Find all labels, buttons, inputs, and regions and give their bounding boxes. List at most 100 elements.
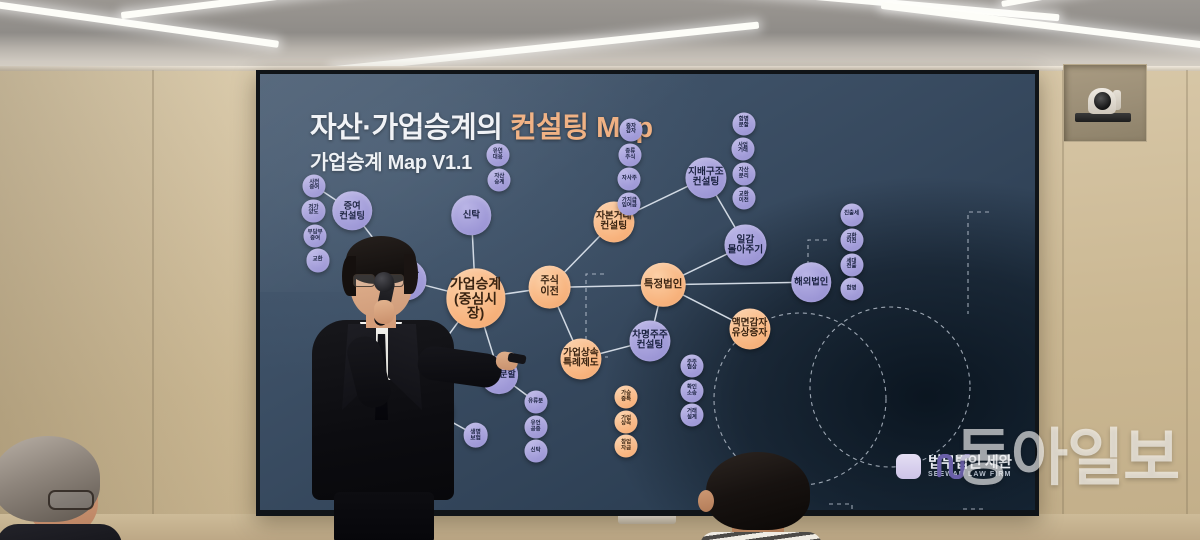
- camera-lens-icon: [1094, 92, 1111, 110]
- map-node-label: 가업승계 (중심시장): [449, 275, 502, 321]
- map-node: 가승 증특: [614, 385, 638, 409]
- map-node: 지배구조 컨설팅: [685, 157, 727, 199]
- map-node: 일감 몰아주기: [724, 224, 766, 266]
- map-node: 가업상속 특례제도: [560, 338, 602, 380]
- map-node-label: 가업 상속: [621, 415, 632, 427]
- map-node: 합병: [840, 277, 864, 301]
- map-node-label: 증자 감자: [626, 123, 636, 135]
- map-node: 교환 이전: [840, 228, 864, 252]
- map-node-label: 합병: [846, 285, 857, 292]
- camera-base: [1075, 113, 1131, 122]
- seewan-logo-icon: [896, 454, 971, 479]
- map-node-label: 생명 보험: [470, 429, 481, 442]
- map-node: 가지급 임여금: [617, 192, 641, 216]
- map-node-label: 저가 양도: [308, 204, 319, 216]
- wall-panel-seam: [1062, 70, 1064, 540]
- map-node: 신탁: [524, 439, 548, 463]
- map-node: 차명주주 컨설팅: [629, 320, 671, 362]
- presenter-glasses-left: [353, 274, 375, 287]
- wall-panel-seam: [152, 70, 154, 540]
- map-node: 가업 상속: [614, 410, 638, 434]
- map-node-label: 교환: [312, 256, 323, 263]
- map-node: 창업 자금: [614, 434, 638, 458]
- map-node-label: 부담부 증여: [307, 229, 323, 242]
- map-node: 가업승계 (중심시장): [445, 268, 506, 328]
- audience-right-collar: [700, 532, 822, 540]
- microphone-icon: [374, 272, 394, 292]
- map-node-label: 신탁: [462, 209, 480, 220]
- ceiling-light-strip: [1001, 0, 1200, 8]
- map-node-label: 창업 자금: [621, 439, 632, 452]
- map-node-label: 합병 분할: [738, 116, 749, 129]
- news-watermark: 동아일보: [955, 424, 1180, 493]
- map-node-label: 자산 승계: [494, 173, 505, 186]
- baseboard: [0, 514, 1200, 540]
- map-node-label: 자본거래 컨설팅: [595, 210, 632, 232]
- law-firm-logo: 법무법인 세완 SEEWAN LAW FIRM: [896, 454, 1012, 479]
- map-node: 자사주: [617, 167, 641, 191]
- ceiling-light-strip: [120, 0, 450, 20]
- map-node: 확인 소송: [680, 379, 704, 403]
- map-node-label: 종류 주식: [625, 148, 636, 161]
- ceiling: [0, 0, 1200, 78]
- slide-subtitle: 가업승계 Map V1.1: [310, 152, 472, 174]
- map-node: 신탁: [451, 195, 492, 236]
- map-node: 자산 분리: [732, 162, 756, 186]
- wall-ceiling-seam: [0, 66, 1200, 71]
- wave-mark-icon: [937, 454, 971, 479]
- map-node-label: 신탁: [530, 447, 541, 454]
- map-node: 교환: [306, 248, 330, 272]
- logo-english-name: SEEWAN LAW FIRM: [928, 470, 1012, 478]
- map-node: 종류 주식: [618, 143, 642, 167]
- map-node: 주식 이전: [528, 266, 571, 309]
- map-node-label: 주주 협상: [686, 359, 697, 371]
- presenter-left-hand: [374, 300, 394, 324]
- map-node: 특정법인: [640, 262, 686, 307]
- map-node: 합병 분할: [732, 112, 756, 136]
- map-node: 유언 공증: [524, 415, 548, 439]
- map-node: 사전 증여: [302, 174, 326, 198]
- camera-arm: [1113, 90, 1121, 110]
- map-node-label: 해외법인: [794, 276, 829, 287]
- audience-right-ear: [698, 490, 714, 512]
- audience-left-glasses: [48, 490, 94, 510]
- map-edge: [663, 281, 812, 286]
- audience-member-left: [0, 436, 122, 540]
- map-node: 해외법인: [791, 262, 831, 302]
- map-node-label: 교환 이전: [738, 191, 749, 204]
- map-node-label: 거래 설계: [686, 408, 697, 421]
- map-node-label: 가업상속 특례제도: [563, 347, 599, 369]
- map-node-label: 자사주: [621, 175, 637, 182]
- map-node-label: 일감 몰아주기: [727, 234, 764, 256]
- map-node-label: 진출세: [844, 210, 859, 217]
- map-node: 진출세: [840, 203, 864, 227]
- map-node: 부담부 증여: [303, 224, 327, 248]
- map-node-label: 사전 증여: [309, 179, 320, 191]
- audience-right-hair: [706, 452, 810, 530]
- audience-member-right: [690, 452, 830, 540]
- map-node-label: 유류분: [528, 398, 544, 405]
- map-node: 증자 감자: [619, 118, 643, 142]
- map-node-label: 가지급 임여금: [621, 197, 637, 209]
- display-stand: [618, 516, 676, 524]
- map-node: 교환 이전: [732, 186, 756, 210]
- map-node-label: 액면감자 유상증자: [731, 317, 768, 339]
- map-node-label: 지배구조 컨설팅: [688, 166, 724, 188]
- map-node: 증여 컨설팅: [332, 191, 372, 231]
- map-node-label: 교환 이전: [846, 233, 857, 245]
- map-node: 주주 협상: [680, 354, 704, 378]
- map-node-label: 유연 대응: [492, 148, 503, 161]
- ceiling-light-strip: [0, 0, 280, 48]
- map-node: 세대 전출: [840, 253, 864, 277]
- map-node-label: 특정법인: [643, 278, 683, 290]
- map-node: 사업 거래: [731, 137, 755, 161]
- wall-panel-seam: [1186, 70, 1188, 540]
- map-node-label: 가승 증특: [621, 390, 632, 403]
- slide-title-plain: 자산·가업승계의: [310, 112, 510, 144]
- map-node-label: 확인 소송: [686, 384, 697, 397]
- map-node-label: 사업 거래: [737, 142, 748, 154]
- presenter-hair-side: [342, 256, 356, 296]
- map-node-label: 주식 이전: [540, 276, 559, 298]
- map-node-label: 유언 공증: [530, 420, 541, 433]
